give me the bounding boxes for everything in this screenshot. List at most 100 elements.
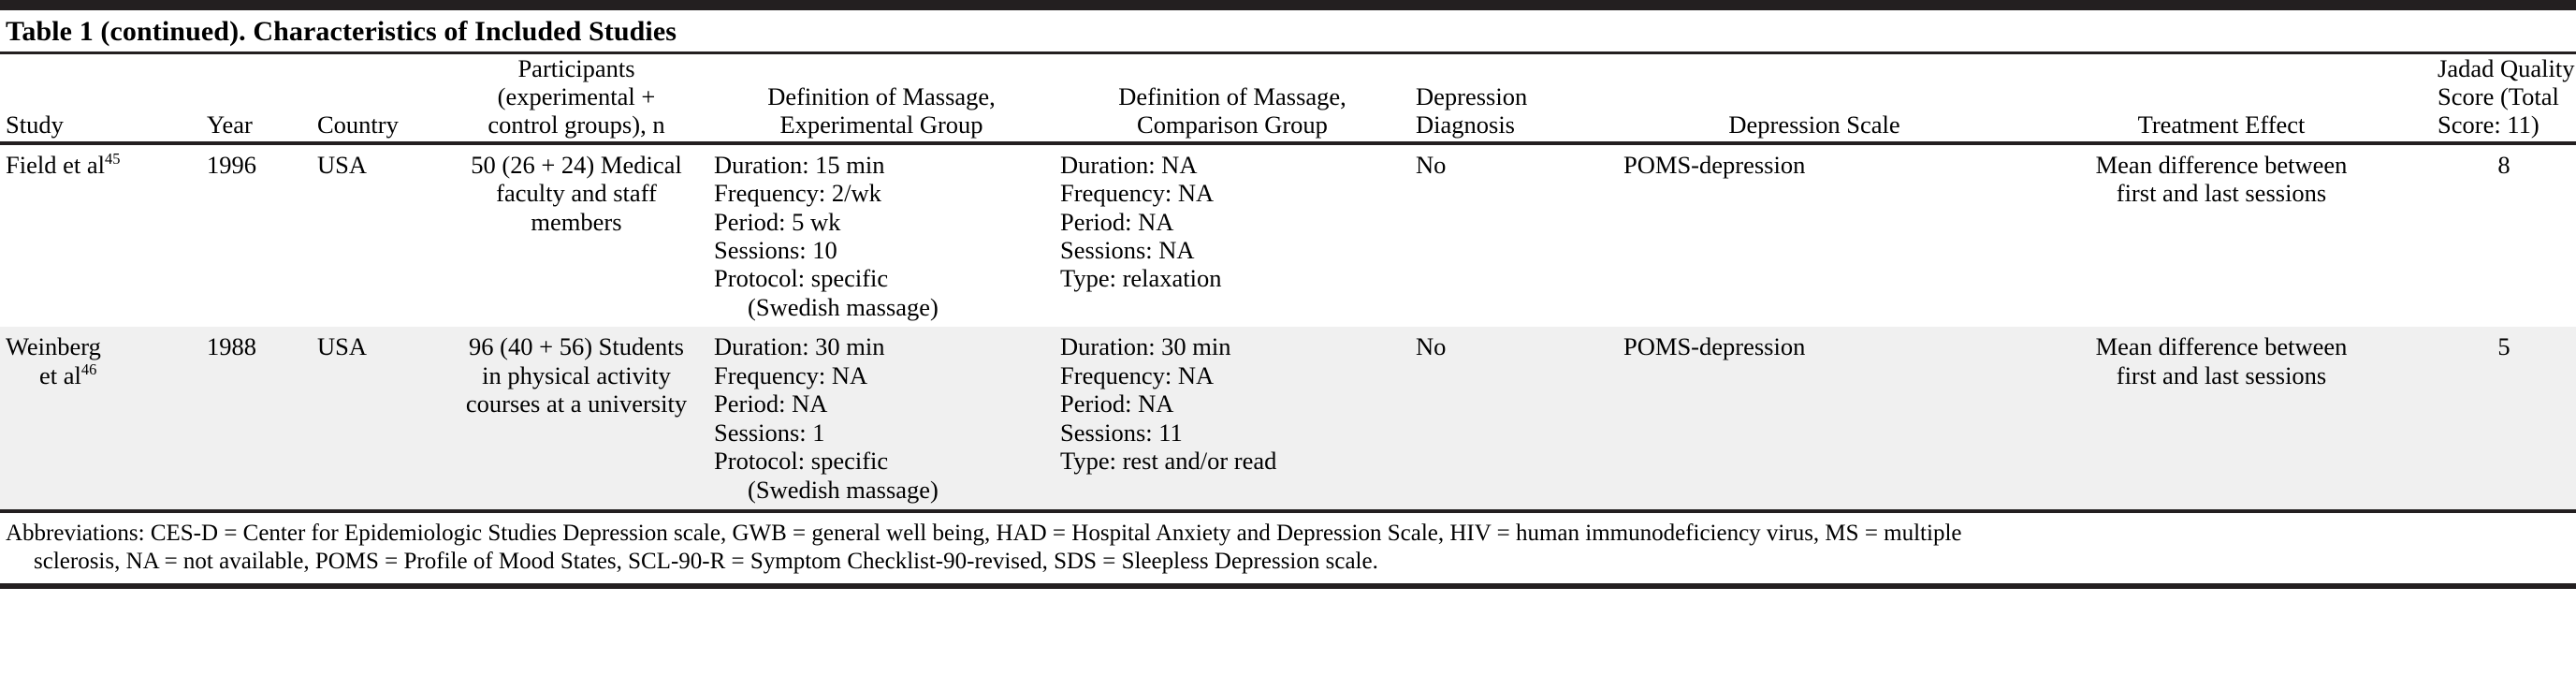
header-rule (0, 140, 2576, 145)
cell-jadad: 5 (2432, 327, 2576, 510)
study-name: Field et al45 (6, 149, 121, 179)
cell-line: in physical activity (482, 360, 671, 389)
cell-line: Protocol: specific (714, 447, 889, 476)
country-value: USA (317, 332, 368, 361)
study-name-continued: et al46 (39, 360, 97, 389)
scale-value: POMS-depression (1623, 150, 1806, 179)
body-bottom-rule (0, 509, 2576, 514)
cell-year: 1996 (201, 145, 312, 328)
header-jadad-line1: Jadad Quality (2438, 54, 2575, 82)
jadad-value: 8 (2497, 150, 2511, 179)
cell-line: Frequency: 2/wk (714, 179, 881, 208)
cell-line: courses at a university (465, 389, 688, 418)
cell-line: Period: NA (714, 389, 828, 418)
column-header-study: Study (0, 54, 201, 141)
table-caption: Table 1 (continued). Characteristics of … (6, 16, 677, 47)
cell-line: (Swedish massage) (748, 475, 939, 504)
header-comparison-line1: Definition of Massage, (1118, 82, 1346, 111)
header-experimental-line1: Definition of Massage, (767, 82, 996, 111)
column-header-country: Country (312, 54, 444, 141)
diagnosis-value: No (1416, 332, 1447, 361)
table-footnote: Abbreviations: CES-D = Center for Epidem… (0, 513, 2576, 583)
cell-line: Protocol: specific (714, 264, 889, 293)
cell-line: Type: relaxation (1060, 264, 1222, 293)
header-experimental-line2: Experimental Group (779, 110, 983, 139)
column-header-jadad: Jadad Quality Score (Total Score: 11) (2432, 54, 2576, 141)
cell-diagnosis: No (1410, 145, 1618, 328)
cell-country: USA (312, 327, 444, 510)
cell-line: Mean difference between (2095, 150, 2348, 179)
cell-line: (Swedish massage) (748, 292, 939, 321)
header-comparison-line2: Comparison Group (1137, 110, 1328, 139)
study-name: Weinberg (6, 332, 101, 361)
cell-line: Mean difference between (2095, 332, 2348, 361)
cell-line: 96 (40 + 56) Students (469, 332, 684, 361)
jadad-value: 5 (2497, 332, 2511, 361)
column-header-participants: Participants (experimental + control gro… (444, 54, 708, 141)
cell-line: Sessions: NA (1060, 236, 1195, 265)
table-header: Study Year Country Participants (experim… (0, 54, 2576, 141)
header-diagnosis-line1: Depression (1416, 82, 1528, 111)
header-participants-line3: control groups), n (488, 110, 665, 139)
cell-line: Sessions: 11 (1060, 418, 1183, 447)
header-scale-label: Depression Scale (1728, 110, 1900, 139)
table-container: Table 1 (continued). Characteristics of … (0, 0, 2576, 590)
cell-line: Sessions: 10 (714, 236, 837, 265)
cell-line: Frequency: NA (1060, 179, 1215, 208)
header-year-label: Year (207, 110, 253, 139)
header-country-label: Country (317, 110, 399, 139)
footnote-line-1: Abbreviations: CES-D = Center for Epidem… (6, 521, 1962, 547)
cell-study: Field et al45 (0, 145, 201, 328)
header-study-label: Study (6, 110, 64, 139)
year-value: 1996 (207, 150, 256, 179)
header-jadad-line2: Score (Total (2438, 82, 2559, 111)
table-top-rule (0, 0, 2576, 10)
cell-line: Period: NA (1060, 389, 1174, 418)
cell-jadad: 8 (2432, 145, 2576, 328)
column-header-scale: Depression Scale (1618, 54, 2011, 141)
cell-line: Frequency: NA (714, 360, 868, 389)
country-value: USA (317, 150, 368, 179)
scale-value: POMS-depression (1623, 332, 1806, 361)
column-header-treatment: Treatment Effect (2011, 54, 2432, 141)
cell-line: Frequency: NA (1060, 360, 1215, 389)
caption-rule (0, 51, 2576, 54)
header-participants-line2: (experimental + (497, 82, 656, 111)
column-header-comparison: Definition of Massage, Comparison Group (1055, 54, 1410, 141)
study-reference: 46 (80, 360, 97, 379)
cell-line: members (531, 207, 622, 236)
column-header-year: Year (201, 54, 312, 141)
column-header-diagnosis: Depression Diagnosis (1410, 54, 1618, 141)
cell-line: faculty and staff (496, 179, 657, 208)
cell-scale: POMS-depression (1618, 145, 2011, 328)
cell-line: Period: 5 wk (714, 207, 841, 236)
cell-line: Sessions: 1 (714, 418, 825, 447)
cell-scale: POMS-depression (1618, 327, 2011, 510)
table-bottom-rule (0, 583, 2576, 590)
cell-line: 50 (26 + 24) Medical (471, 150, 682, 179)
cell-diagnosis: No (1410, 327, 1618, 510)
year-value: 1988 (207, 332, 256, 361)
header-jadad-line3: Score: 11) (2438, 110, 2540, 139)
header-treatment-label: Treatment Effect (2137, 110, 2306, 139)
cell-line: Type: rest and/or read (1060, 447, 1277, 476)
cell-line: Duration: 30 min (1060, 332, 1231, 361)
cell-country: USA (312, 145, 444, 328)
header-diagnosis-line2: Diagnosis (1416, 110, 1515, 139)
cell-line: Duration: 15 min (714, 150, 885, 179)
cell-line: first and last sessions (2116, 360, 2327, 389)
cell-line: Duration: NA (1060, 150, 1198, 179)
cell-line: first and last sessions (2116, 179, 2327, 208)
diagnosis-value: No (1416, 150, 1447, 179)
